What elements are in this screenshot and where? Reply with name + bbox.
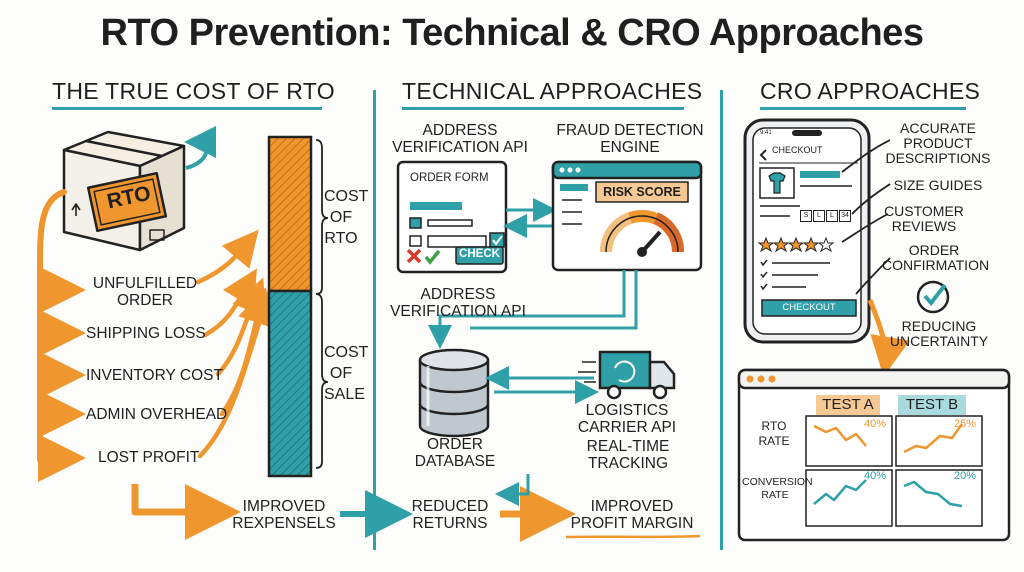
order-form-window bbox=[396, 160, 508, 274]
logistics-api-label: LOGISTICS CARRIER API bbox=[577, 402, 677, 436]
database-icon bbox=[418, 348, 490, 438]
reduced-returns-label: REDUCED RETURNS bbox=[411, 498, 489, 532]
cost-flow-arrows bbox=[37, 189, 86, 482]
cost-of-sale-bar bbox=[267, 289, 313, 478]
heading-underline-left bbox=[52, 107, 322, 110]
rto-rate-test-a-value: 40% bbox=[864, 418, 887, 430]
checkout-title: CHECKOUT bbox=[772, 145, 823, 155]
phone-mockup bbox=[743, 118, 871, 344]
rto-rate-label: RTO RATE bbox=[758, 419, 790, 448]
conversion-rate-label: CONVERSION RATE bbox=[742, 476, 813, 501]
heading-technical: TECHNICAL APPROACHES bbox=[402, 78, 703, 104]
rto-box-icon bbox=[62, 130, 186, 252]
improved-profit-margin-label: IMPROVED PROFIT MARGIN bbox=[570, 498, 694, 532]
size-option[interactable]: L bbox=[826, 210, 838, 222]
reducing-uncertainty-label: REDUCING UNCERTAINTY bbox=[889, 318, 989, 349]
sparklines bbox=[813, 423, 964, 508]
column-divider-left bbox=[373, 90, 376, 550]
cost-item-unfulfilled-order: UNFULFILLED ORDER bbox=[92, 275, 198, 309]
checkout-button[interactable]: CHECKOUT bbox=[782, 302, 836, 313]
truck-icon bbox=[578, 350, 676, 400]
tracking-label: REAL-TIME TRACKING bbox=[586, 438, 670, 472]
size-option[interactable]: S bbox=[800, 210, 812, 222]
column-divider-right bbox=[720, 90, 723, 550]
improved-expenses-label: IMPROVED REXPENSELS bbox=[232, 498, 336, 532]
test-b-label: TEST B bbox=[905, 396, 959, 413]
rto-rate-test-b-value: 25% bbox=[954, 418, 977, 430]
size-option[interactable]: L bbox=[813, 210, 825, 222]
heading-underline-right bbox=[760, 107, 966, 110]
feature-customer-reviews: CUSTOMER REVIEWS bbox=[884, 203, 964, 234]
cost-of-sale-label: COST OF SALE bbox=[324, 344, 369, 403]
size-selector: S L L 34 bbox=[800, 210, 851, 222]
checkmark-circle-icon bbox=[916, 280, 950, 314]
feature-order-confirmation: ORDER CONFIRMATION bbox=[882, 242, 990, 273]
cost-item-admin-overhead: ADMIN OVERHEAD bbox=[86, 406, 228, 423]
order-form-title: ORDER FORM bbox=[410, 172, 489, 184]
size-option[interactable]: 34 bbox=[839, 210, 851, 222]
test-a-label: TEST A bbox=[822, 396, 874, 413]
cost-of-rto-label: COST OF RTO bbox=[324, 188, 369, 247]
heading-cro: CRO APPROACHES bbox=[760, 78, 981, 104]
address-api-label: ADDRESS VERIFICATION API bbox=[392, 122, 528, 156]
feature-size-guides: SIZE GUIDES bbox=[893, 177, 983, 193]
risk-score-label: RISK SCORE bbox=[603, 185, 681, 199]
cost-item-lost-profit: LOST PROFIT bbox=[98, 449, 200, 466]
cost-item-shipping-loss: SHIPPING LOSS bbox=[86, 325, 206, 342]
conversion-test-b-value: 20% bbox=[954, 470, 977, 482]
page-title: RTO Prevention: Technical & CRO Approach… bbox=[100, 12, 924, 54]
conversion-test-a-value: 40% bbox=[864, 470, 887, 482]
phone-time: 9:41 bbox=[760, 130, 772, 136]
feature-accurate-descriptions: ACCURATE PRODUCT DESCRIPTIONS bbox=[885, 120, 991, 166]
fraud-engine-label: FRAUD DETECTION ENGINE bbox=[556, 122, 704, 156]
fraud-engine-window bbox=[551, 160, 703, 272]
address-api-label-2: ADDRESS VERIFICATION API bbox=[390, 286, 526, 320]
heading-underline-middle bbox=[402, 107, 684, 110]
cost-item-inventory-cost: INVENTORY COST bbox=[86, 367, 223, 384]
cost-of-rto-bar bbox=[267, 135, 313, 293]
heading-true-cost: THE TRUE COST OF RTO bbox=[52, 78, 335, 104]
check-button[interactable]: CHECK bbox=[459, 248, 500, 260]
order-database-label: ORDER DATABASE bbox=[414, 436, 496, 470]
